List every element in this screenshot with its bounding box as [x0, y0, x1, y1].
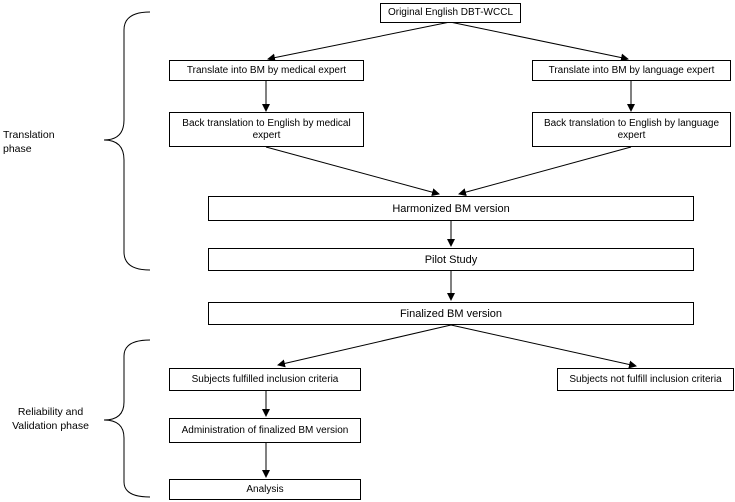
arrow-original-to-medical: [267, 21, 451, 62]
analysis-box: Analysis: [169, 479, 361, 500]
back-translation-medical-box: Back translation to English by medical e…: [169, 112, 364, 147]
subjects-fulfilled-box: Subjects fulfilled inclusion criteria: [169, 368, 361, 391]
arrow-finalized-to-fulfilled: [277, 324, 452, 368]
translate-medical-expert-box: Translate into BM by medical expert: [169, 60, 364, 81]
administration-box: Administration of finalized BM version: [169, 418, 361, 443]
reliability-phase-brace: [103, 339, 151, 498]
arrow-original-to-language: [449, 21, 629, 62]
translation-phase-brace: [103, 11, 151, 271]
finalized-bm-version-box: Finalized BM version: [208, 302, 694, 325]
pilot-study-box: Pilot Study: [208, 248, 694, 271]
original-dbt-wccl-box: Original English DBT-WCCL: [380, 3, 521, 23]
subjects-not-fulfilled-box: Subjects not fulfill inclusion criteria: [557, 368, 734, 391]
arrow-back-language-to-harmonized: [458, 146, 632, 197]
translate-language-expert-box: Translate into BM by language expert: [532, 60, 731, 81]
back-translation-language-box: Back translation to English by language …: [532, 112, 731, 147]
reliability-phase-label: Reliability and Validation phase: [12, 406, 89, 432]
arrow-finalized-to-not-fulfilled: [450, 324, 637, 369]
arrow-back-medical-to-harmonized: [265, 146, 440, 197]
translation-phase-label: Translation phase: [3, 129, 55, 155]
harmonized-bm-version-box: Harmonized BM version: [208, 196, 694, 221]
